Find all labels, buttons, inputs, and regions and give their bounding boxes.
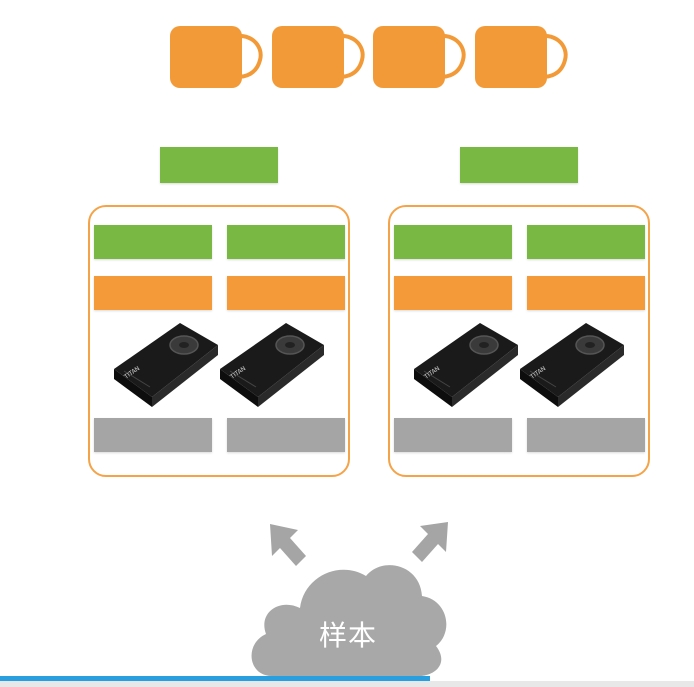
progress-line [0,676,430,681]
orange-block [394,276,512,310]
green-block [94,225,212,259]
node-header-bar-left [160,147,278,183]
gpu-card-icon: TITAN [114,323,218,407]
gray-block [227,418,345,452]
orange-block [94,276,212,310]
green-block [394,225,512,259]
gray-block [527,418,645,452]
orange-block [227,276,345,310]
cloud-label: 样本 [318,619,377,652]
node-header-bar-right [460,147,578,183]
gray-block [94,418,212,452]
orange-block [527,276,645,310]
mug-icon [475,26,568,88]
gpu-card-icon: TITAN [220,323,324,407]
mug-icon [170,26,263,88]
arrow-up-icon [412,522,448,562]
gray-block [394,418,512,452]
green-block [227,225,345,259]
gpu-card-icon: TITAN [520,323,624,407]
arrow-up-icon [270,524,306,566]
green-block [527,225,645,259]
worker-node-left: TITAN TITAN [88,205,350,477]
cloud-icon [251,565,447,677]
mug-icon [373,26,466,88]
mug-icon [272,26,365,88]
worker-node-right: TITAN TITAN [388,205,650,477]
bottom-strip [0,681,694,687]
gpu-card-icon: TITAN [414,323,518,407]
